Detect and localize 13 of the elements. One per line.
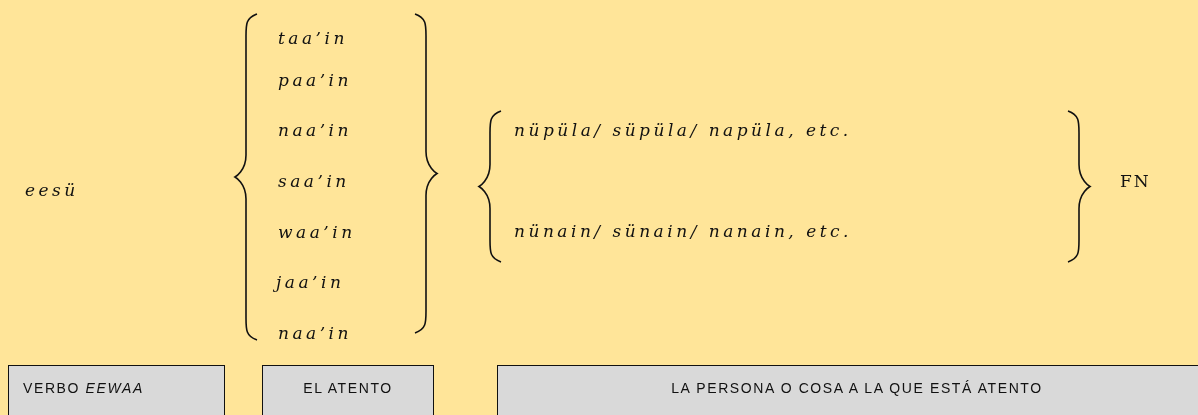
gloss-box: EL ATENTO bbox=[262, 365, 434, 415]
category-label: FN bbox=[1120, 172, 1151, 190]
word-form: taa’in bbox=[278, 29, 348, 47]
word-form: eesü bbox=[25, 181, 79, 199]
word-form: nünain/ sünain/ nanain, etc. bbox=[514, 222, 852, 240]
gloss-box: LA PERSONA O COSA A LA QUE ESTÁ ATENTO bbox=[497, 365, 1198, 415]
word-form: paa’in bbox=[278, 71, 352, 89]
word-form: waa’in bbox=[278, 223, 356, 241]
word-form: naa’in bbox=[278, 324, 352, 342]
word-form: saa’in bbox=[278, 172, 350, 190]
word-form: naa’in bbox=[278, 121, 352, 139]
word-form: nüpüla/ süpüla/ napüla, etc. bbox=[514, 121, 852, 139]
gloss-box: VERBO EEWAA bbox=[8, 365, 225, 415]
